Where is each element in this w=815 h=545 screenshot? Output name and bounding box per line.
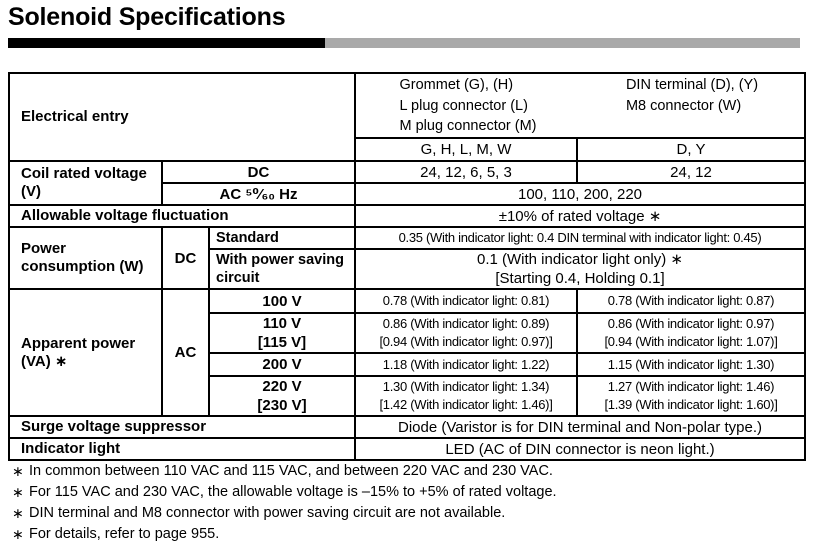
entry-option-line: DIN terminal (D), (Y): [625, 77, 759, 93]
apparent-100v-label: 100 V: [210, 290, 354, 312]
apparent-100v-value-left: 0.78 (With indicator light: 0.81): [356, 290, 576, 312]
allowable-voltage-label: Allowable voltage fluctuation: [10, 206, 354, 226]
power-standard-label: Standard: [210, 228, 354, 248]
footnote: ∗ For details, refer to page 955.: [10, 524, 557, 545]
footnote: ∗ For 115 VAC and 230 VAC, the allowable…: [10, 482, 557, 503]
value-line: 0.86 (With indicator light: 0.89): [382, 316, 550, 331]
voltage-line: [230 V]: [257, 397, 307, 414]
footnotes: ∗ In common between 110 VAC and 115 VAC,…: [10, 461, 557, 545]
electrical-entry-options-din-group: DIN terminal (D), (Y) M8 connector (W): [580, 75, 804, 116]
entry-option-line: M plug connector (M): [399, 118, 537, 134]
apparent-power-ac-label: AC: [163, 290, 208, 415]
power-saving-value: 0.1 (With indicator light only) ∗ [Start…: [356, 250, 804, 288]
footnote: ∗ DIN terminal and M8 connector with pow…: [10, 503, 557, 524]
apparent-220v-value-left: 1.30 (With indicator light: 1.34) [1.42 …: [356, 377, 576, 415]
surge-suppressor-value: Diode (Varistor is for DIN terminal and …: [356, 417, 804, 437]
apparent-200v-value-right: 1.15 (With indicator light: 1.30): [578, 354, 804, 375]
indicator-light-label: Indicator light: [10, 439, 354, 459]
value-line: [1.42 (With indicator light: 1.46)]: [379, 397, 553, 412]
footnote-text: In common between 110 VAC and 115 VAC, a…: [29, 463, 553, 479]
indicator-light-value: LED (AC of DIN connector is neon light.): [356, 439, 804, 459]
apparent-110v-label: 110 V [115 V]: [210, 314, 354, 352]
solenoid-spec-table: Electrical entry Grommet (G), (H) L plug…: [8, 72, 806, 461]
electrical-entry-label: Electrical entry: [10, 74, 354, 160]
title-rule: [8, 38, 800, 48]
apparent-power-label: Apparent power (VA) ∗: [10, 290, 161, 415]
apparent-100v-value-right: 0.78 (With indicator light: 0.87): [578, 290, 804, 312]
power-saving-value-line: [Starting 0.4, Holding 0.1]: [495, 270, 665, 287]
page-title: Solenoid Specifications: [8, 3, 286, 31]
apparent-220v-value-right: 1.27 (With indicator light: 1.46) [1.39 …: [578, 377, 804, 415]
power-consumption-label: Power consumption (W): [10, 228, 161, 288]
asterisk-marker: ∗: [12, 463, 24, 479]
entry-codes-left: G, H, L, M, W: [356, 139, 576, 160]
power-consumption-dc-label: DC: [163, 228, 208, 288]
coil-ac-values: 100, 110, 200, 220: [356, 184, 804, 204]
coil-ac-label: AC ⁵⁰⁄₆₀ Hz: [163, 184, 354, 204]
value-line: [0.94 (With indicator light: 0.97)]: [379, 334, 553, 349]
apparent-110v-value-right: 0.86 (With indicator light: 0.97) [0.94 …: [578, 314, 804, 352]
apparent-220v-label: 220 V [230 V]: [210, 377, 354, 415]
power-standard-value: 0.35 (With indicator light: 0.4 DIN term…: [356, 228, 804, 248]
power-saving-value-line: 0.1 (With indicator light only) ∗: [477, 251, 683, 268]
footnote-text: For 115 VAC and 230 VAC, the allowable v…: [29, 484, 557, 500]
power-saving-label: With power saving circuit: [210, 250, 354, 288]
entry-option-line: L plug connector (L): [399, 97, 528, 114]
coil-dc-values-right: 24, 12: [578, 162, 804, 182]
apparent-200v-label: 200 V: [210, 354, 354, 375]
voltage-line: 110 V: [262, 315, 302, 332]
surge-suppressor-label: Surge voltage suppressor: [10, 417, 354, 437]
asterisk-marker: ∗: [12, 526, 24, 542]
title-rule-black-segment: [8, 38, 325, 48]
voltage-line: 220 V: [262, 378, 302, 395]
coil-rated-voltage-label: Coil rated voltage (V): [10, 162, 161, 204]
footnote: ∗ In common between 110 VAC and 115 VAC,…: [10, 461, 557, 482]
entry-option-line: Grommet (G), (H): [399, 77, 514, 93]
title-rule-gray-segment: [325, 38, 800, 48]
voltage-line: [115 V]: [257, 334, 307, 351]
electrical-entry-options: Grommet (G), (H) L plug connector (L) M …: [356, 74, 804, 137]
footnote-text: DIN terminal and M8 connector with power…: [29, 505, 506, 521]
electrical-entry-options-grommet-group: Grommet (G), (H) L plug connector (L) M …: [356, 75, 580, 137]
value-line: [0.94 (With indicator light: 1.07)]: [604, 334, 778, 349]
value-line: 1.30 (With indicator light: 1.34): [382, 379, 550, 394]
coil-dc-values-left: 24, 12, 6, 5, 3: [356, 162, 576, 182]
entry-option-line: M8 connector (W): [625, 97, 742, 114]
asterisk-marker: ∗: [12, 484, 24, 500]
asterisk-marker: ∗: [12, 505, 24, 521]
entry-codes-right: D, Y: [578, 139, 804, 160]
allowable-voltage-value: ±10% of rated voltage ∗: [356, 206, 804, 226]
value-line: 1.27 (With indicator light: 1.46): [607, 379, 775, 394]
coil-dc-label: DC: [163, 162, 354, 182]
footnote-text: For details, refer to page 955.: [29, 526, 220, 542]
apparent-110v-value-left: 0.86 (With indicator light: 0.89) [0.94 …: [356, 314, 576, 352]
value-line: 0.86 (With indicator light: 0.97): [607, 316, 775, 331]
value-line: [1.39 (With indicator light: 1.60)]: [604, 397, 778, 412]
apparent-200v-value-left: 1.18 (With indicator light: 1.22): [356, 354, 576, 375]
